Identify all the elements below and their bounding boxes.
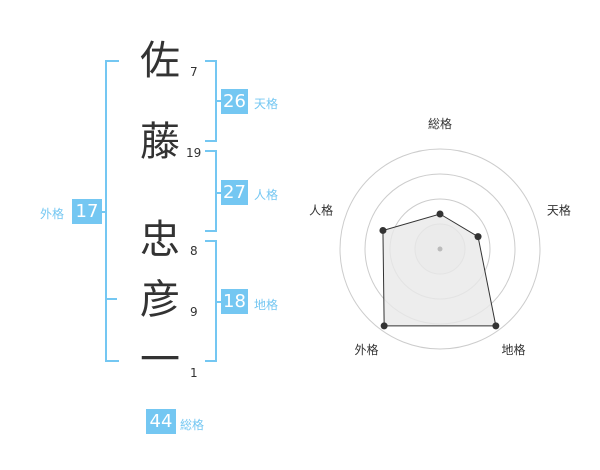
stroke-count-4: 9	[190, 305, 198, 319]
gaikaku-bracket-divider	[105, 298, 117, 300]
name-char-5: 一	[140, 337, 180, 383]
gaikaku-value: 17	[72, 199, 102, 224]
radar-center-dot	[437, 246, 443, 252]
radar-data-point	[379, 226, 387, 234]
chikaku-bracket-tick	[217, 301, 223, 303]
soukaku-label: 総格	[180, 418, 205, 432]
radar-axis-label: 天格	[547, 202, 571, 217]
radar-data-point	[492, 322, 500, 330]
name-char-3: 忠	[140, 217, 180, 263]
chikaku-label: 地格	[254, 298, 279, 312]
stroke-count-3: 8	[190, 244, 198, 258]
name-char-4: 彦	[140, 277, 180, 323]
gaikaku-label: 外格	[40, 207, 65, 221]
stroke-count-5: 1	[190, 366, 198, 380]
radar-axis-label: 総格	[428, 116, 452, 131]
stroke-count-1: 7	[190, 65, 198, 79]
radar-data-point	[436, 210, 444, 218]
jinkaku-label: 人格	[254, 188, 279, 202]
name-char-2: 藤	[140, 119, 180, 165]
jinkaku-bracket-tick	[217, 192, 223, 194]
radar-data-area	[382, 213, 497, 327]
gaikaku-bracket	[105, 60, 119, 362]
radar-axis-label: 人格	[309, 202, 333, 217]
tenkaku-label: 天格	[254, 97, 279, 111]
stroke-count-2: 19	[186, 146, 202, 160]
radar-axis-label: 地格	[501, 342, 525, 357]
radar-data-point	[474, 233, 482, 241]
chikaku-bracket	[205, 240, 217, 362]
radar-grid-ring	[339, 148, 541, 350]
radar-axis-label: 外格	[355, 342, 379, 357]
tenkaku-bracket	[205, 60, 217, 142]
tenkaku-bracket-tick	[217, 100, 223, 102]
radar-data-point	[380, 322, 388, 330]
name-char-1: 佐	[140, 38, 180, 84]
tenkaku-value: 26	[221, 89, 248, 114]
jinkaku-bracket	[205, 150, 217, 232]
chikaku-value: 18	[221, 289, 248, 314]
jinkaku-value: 27	[221, 180, 248, 205]
soukaku-value: 44	[146, 409, 176, 434]
